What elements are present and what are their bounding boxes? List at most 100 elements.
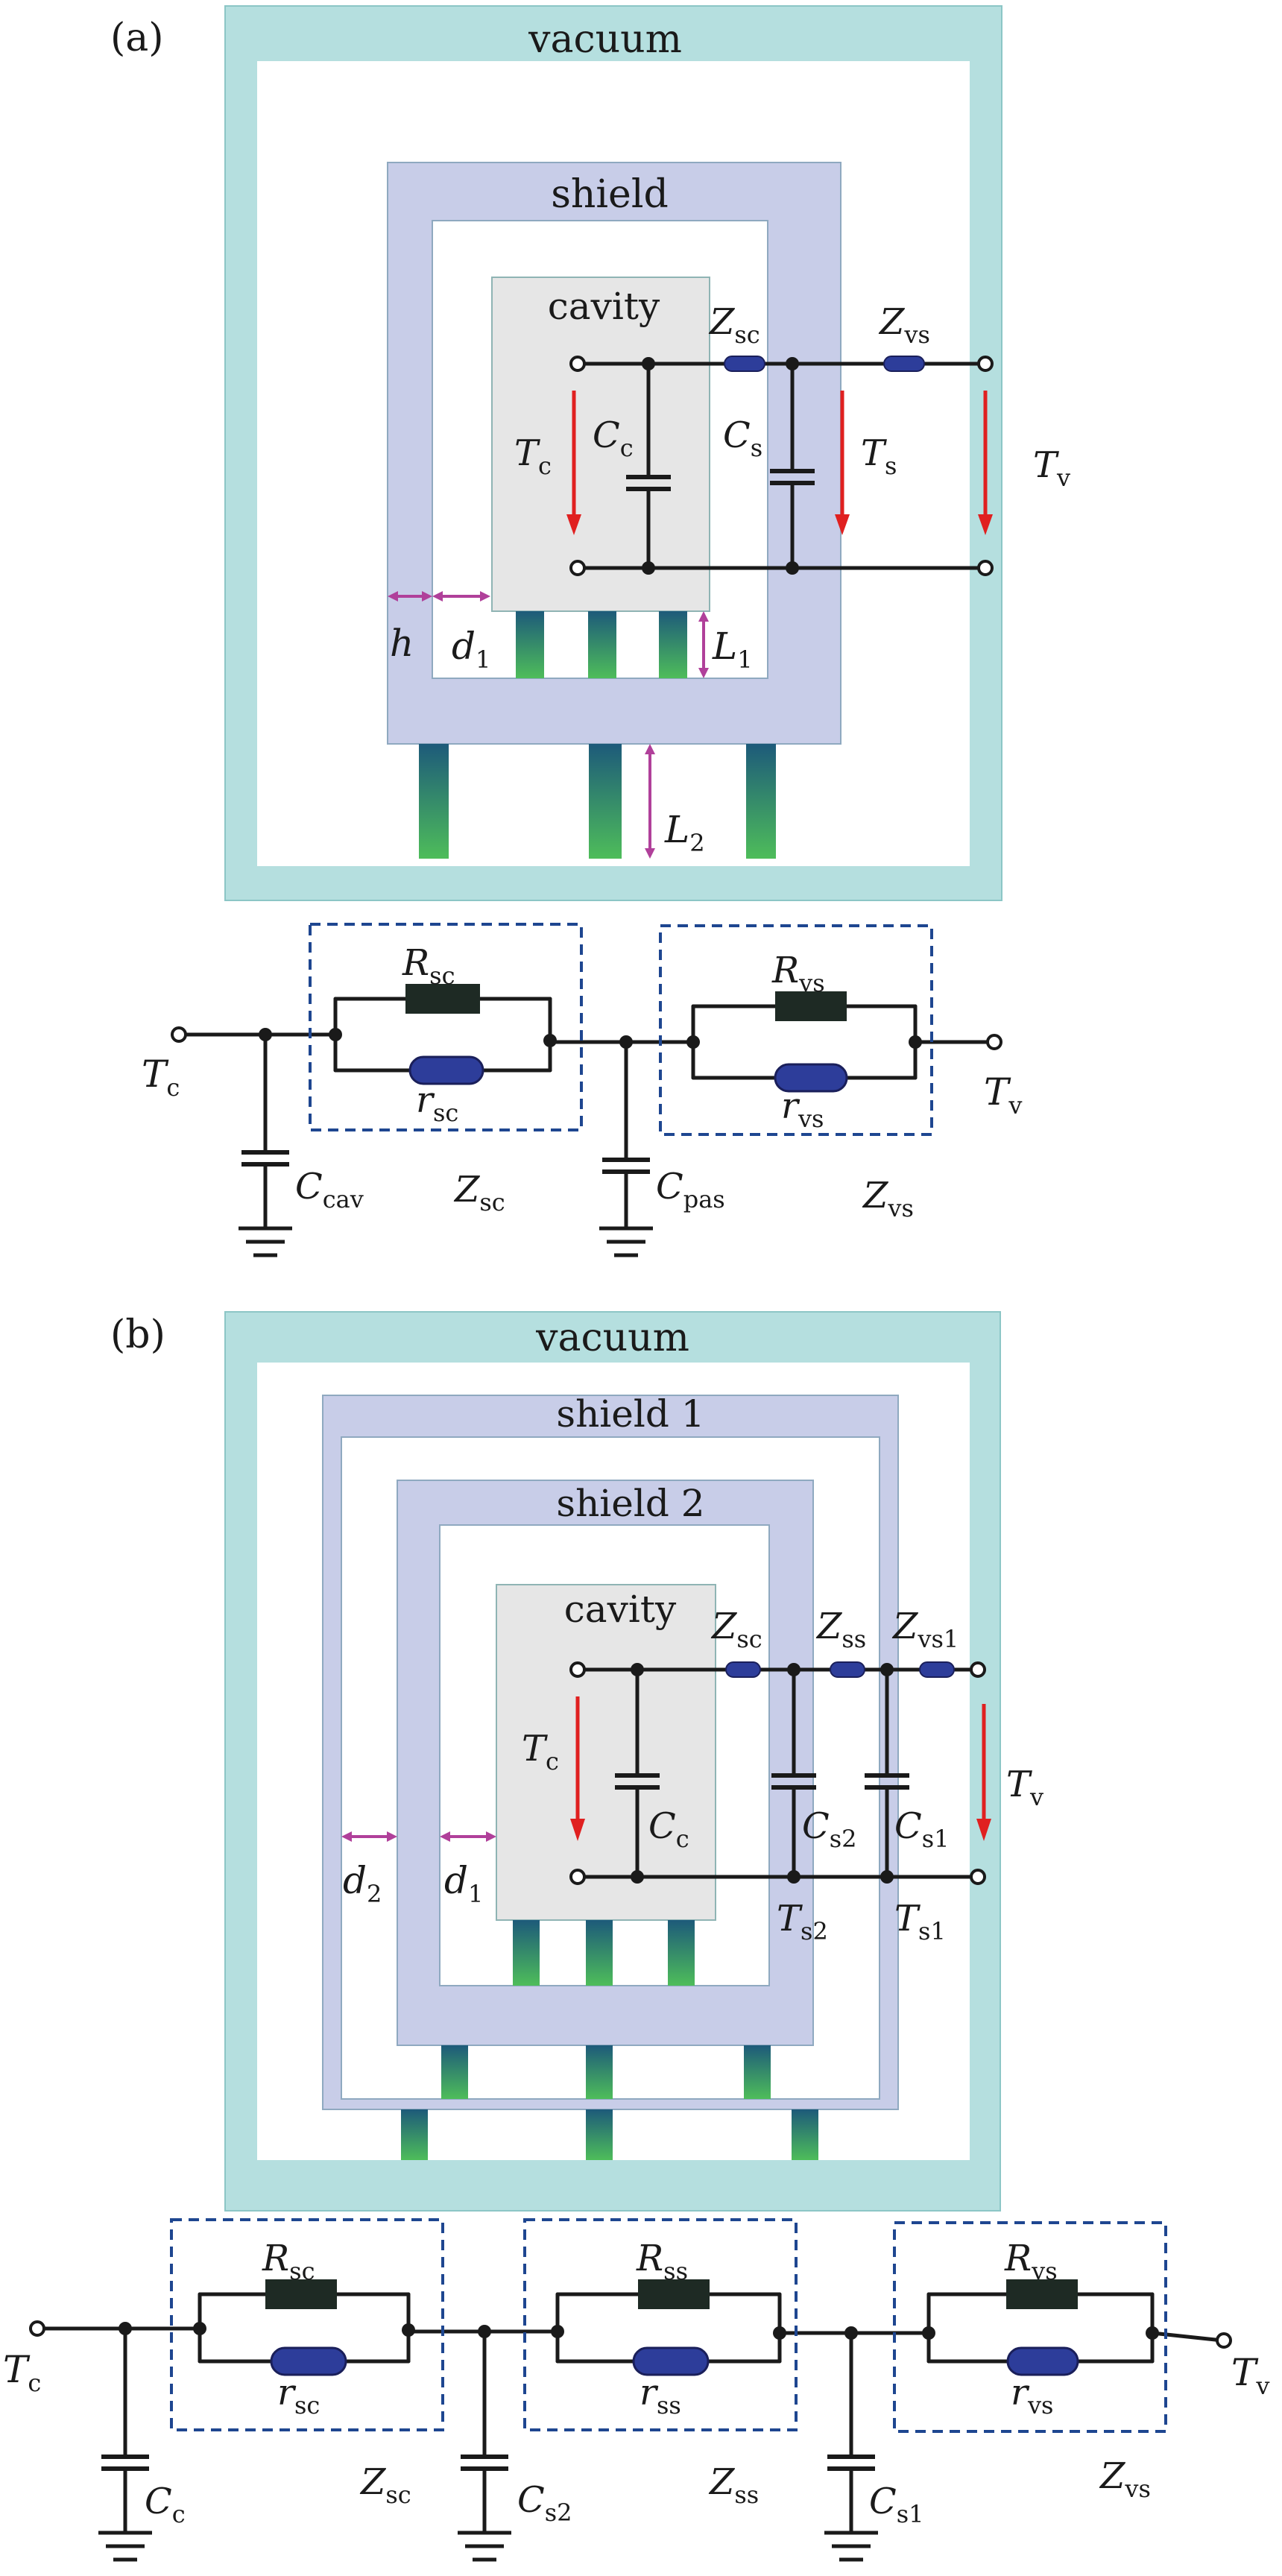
temperature-drop-arrow-tv <box>976 1704 991 1841</box>
terminal-node <box>977 560 994 576</box>
net-label-zss-b: Zss <box>708 2461 759 2509</box>
vacuum-label-a: vacuum <box>528 17 682 62</box>
net-label-cs1-b: Cs1 <box>869 2481 924 2528</box>
label-d1: d1 <box>452 625 490 674</box>
impedance-box-zss <box>523 2218 798 2431</box>
support-leg <box>401 2109 428 2160</box>
dimension-arrow-d1 <box>440 1831 496 1842</box>
terminal-node <box>29 2320 45 2337</box>
net-label-rsc: Rsc <box>402 942 455 990</box>
thermal-network-a <box>171 923 1002 1257</box>
net-label-cpas: Cpas <box>656 1166 725 1213</box>
label-zsc-b: Zsc <box>710 1606 762 1653</box>
dimension-arrow-h <box>388 591 432 602</box>
temperature-drop-arrow-tc <box>570 1696 585 1841</box>
support-leg <box>746 744 776 859</box>
terminal-node <box>986 1034 1002 1050</box>
resistor-rvs <box>775 991 847 1021</box>
dimension-arrow-d2 <box>341 1831 397 1842</box>
support-leg <box>668 1920 695 1986</box>
support-leg <box>792 2109 818 2160</box>
net-label-tc: Tc <box>142 1052 180 1102</box>
inner-circuit-a <box>566 356 994 576</box>
junction-node <box>119 2322 132 2335</box>
cavity-label-a: cavity <box>548 285 660 328</box>
label-cc: Cc <box>593 414 634 462</box>
temperature-drop-arrow-tc <box>566 391 581 535</box>
net-label-zvs-b: Zvs <box>1099 2455 1151 2503</box>
label-cs2-b: Cs2 <box>802 1805 857 1853</box>
panel-b: (b) vacuum shield 1 shield 2 cavity <box>110 1311 1043 2212</box>
impedance-zss <box>830 1661 865 1678</box>
junction-node <box>259 1028 272 1041</box>
support-leg <box>588 611 616 678</box>
junction-node <box>642 357 655 370</box>
support-leg <box>744 2045 771 2099</box>
support-leg <box>513 1920 540 1986</box>
label-tc-b: Tc <box>522 1728 559 1775</box>
resistor-small-rsc <box>408 1055 484 1085</box>
junction-node <box>631 1870 644 1884</box>
label-tc: Tc <box>514 432 552 480</box>
junction-node <box>329 1028 342 1041</box>
junction-node <box>880 1663 894 1676</box>
label-L1: L1 <box>712 625 753 674</box>
label-h: h <box>390 622 414 665</box>
junction-node <box>402 2323 415 2337</box>
net-label-rvs: Rvs <box>771 950 825 997</box>
label-tv: Tv <box>1033 444 1070 492</box>
junction-node <box>786 357 799 370</box>
temperature-drop-arrow-tv <box>978 391 993 535</box>
support-leg <box>586 2109 613 2160</box>
cavity-a <box>491 277 710 612</box>
junction-node <box>619 1035 633 1049</box>
junction-node <box>773 2326 786 2340</box>
junction-node <box>787 1663 801 1676</box>
dimension-arrow-L1 <box>698 611 709 678</box>
resistor-small-rss <box>632 2346 710 2376</box>
terminal-node <box>171 1026 187 1043</box>
terminal-node <box>1216 2332 1232 2349</box>
label-L2: L2 <box>664 808 705 857</box>
net-label-cc-b: Cc <box>145 2481 186 2528</box>
junction-node <box>543 1034 557 1047</box>
label-zss-b: Zss <box>815 1606 866 1653</box>
panel-a-tag: (a) <box>110 16 164 60</box>
net-label-r-small-ss-b: rss <box>640 2372 681 2419</box>
net-label-r-small-vs: rvs <box>781 1085 824 1133</box>
junction-node <box>686 1035 700 1049</box>
net-label-tv-b: Tv <box>1231 2351 1269 2400</box>
net-label-r-small-sc: rsc <box>416 1079 458 1127</box>
terminal-node <box>569 1869 586 1885</box>
support-leg <box>586 1920 613 1986</box>
terminal-node <box>569 560 586 576</box>
junction-node <box>642 561 655 575</box>
panel-b-tag: (b) <box>110 1313 165 1357</box>
resistor-small-rsc <box>270 2346 347 2376</box>
net-label-r-small-vs-b: rvs <box>1011 2372 1053 2419</box>
net-label-zsc-b: Zsc <box>359 2461 411 2509</box>
dimension-arrow-d1 <box>432 591 490 602</box>
dimension-arrow-L2 <box>645 744 655 859</box>
net-label-r-small-sc-b: rsc <box>277 2372 320 2419</box>
label-zsc: Zsc <box>708 301 760 349</box>
net-label-zvs: Zvs <box>862 1175 914 1222</box>
label-d1-b: d1 <box>444 1859 483 1908</box>
junction-node <box>786 561 799 575</box>
resistor-rsc <box>405 984 480 1014</box>
cavity-b <box>496 1584 716 1921</box>
impedance-zvs1 <box>919 1661 955 1678</box>
net-label-rss-b: Rss <box>636 2238 688 2285</box>
panel-a: (a) vacuum shield cavity <box>110 5 1070 901</box>
support-leg <box>589 744 622 859</box>
label-ts2-b: Ts2 <box>777 1898 828 1945</box>
net-label-ccav: Ccav <box>295 1166 364 1213</box>
junction-node <box>1146 2326 1159 2340</box>
junction-node <box>922 2326 935 2340</box>
terminal-node <box>569 1661 586 1678</box>
junction-node <box>193 2322 206 2335</box>
junction-node <box>478 2325 491 2338</box>
terminal-node <box>569 356 586 372</box>
cavity-label-b: cavity <box>564 1588 677 1631</box>
terminal-node <box>977 356 994 372</box>
